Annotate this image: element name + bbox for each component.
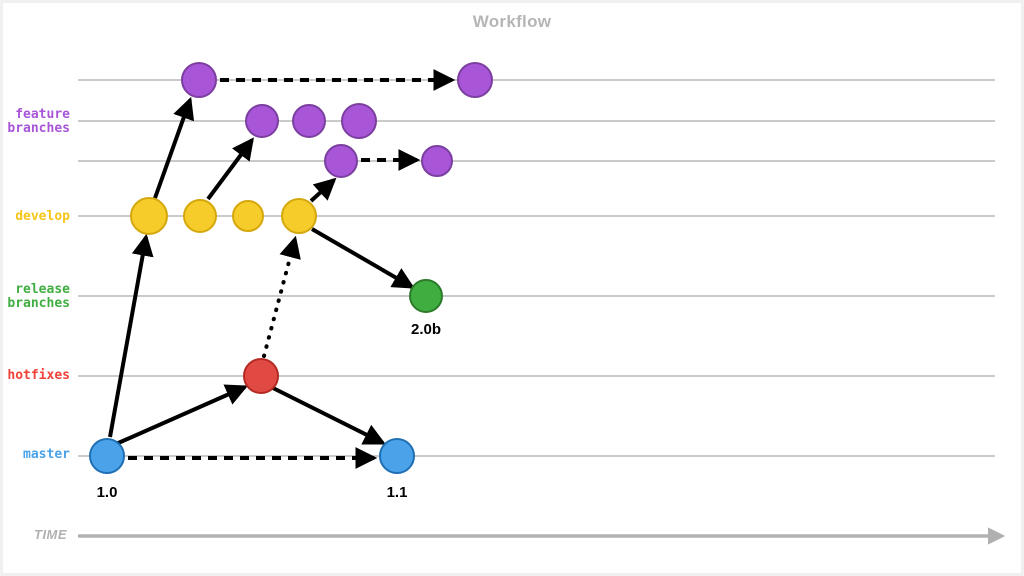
commit-node-d-4[interactable] bbox=[281, 198, 317, 234]
tag-2-0b: 2.0b bbox=[410, 321, 441, 338]
lane-label-feature-branches: feature branches bbox=[7, 107, 70, 136]
commit-node-f3-b[interactable] bbox=[421, 145, 453, 177]
edge-e-d2-f2a bbox=[206, 137, 254, 201]
commit-node-f1-a[interactable] bbox=[181, 62, 217, 98]
commit-node-r-1[interactable] bbox=[409, 279, 443, 313]
commit-node-f3-a[interactable] bbox=[324, 144, 358, 178]
commit-nodes-group bbox=[89, 62, 493, 474]
lane-lines-group bbox=[78, 79, 995, 457]
commit-edges-group bbox=[108, 69, 456, 469]
tag-1-1: 1.1 bbox=[386, 484, 408, 501]
edge-e-h1-m2 bbox=[272, 386, 386, 445]
lane-label-release-branches: release branches bbox=[7, 282, 70, 311]
edge-e-d4-r1 bbox=[310, 227, 415, 289]
commit-node-m-2[interactable] bbox=[379, 438, 415, 474]
commit-node-d-3[interactable] bbox=[232, 200, 264, 232]
commit-node-d-1[interactable] bbox=[130, 197, 168, 235]
edge-e-d1-f1a bbox=[153, 96, 195, 199]
edge-e-m1-h1 bbox=[115, 384, 249, 446]
edge-e-h1-d4 bbox=[262, 235, 301, 358]
commit-node-f2-b[interactable] bbox=[292, 104, 326, 138]
lane-label-master: master bbox=[23, 447, 70, 462]
lane-label-develop: develop bbox=[15, 209, 70, 224]
commit-node-f2-a[interactable] bbox=[245, 104, 279, 138]
commit-node-h-1[interactable] bbox=[243, 358, 279, 394]
edge-e-m1-d1 bbox=[108, 233, 154, 438]
commit-node-m-1[interactable] bbox=[89, 438, 125, 474]
tag-1-0: 1.0 bbox=[96, 484, 118, 501]
edge-e-d4-f3a bbox=[309, 177, 337, 203]
commit-node-f2-c[interactable] bbox=[341, 103, 377, 139]
lane-label-hotfixes: hotfixes bbox=[7, 368, 70, 383]
page-title: Workflow bbox=[472, 12, 552, 31]
commit-node-f1-b[interactable] bbox=[457, 62, 493, 98]
time-axis-label: TIME bbox=[34, 527, 68, 542]
commit-node-d-2[interactable] bbox=[183, 199, 217, 233]
